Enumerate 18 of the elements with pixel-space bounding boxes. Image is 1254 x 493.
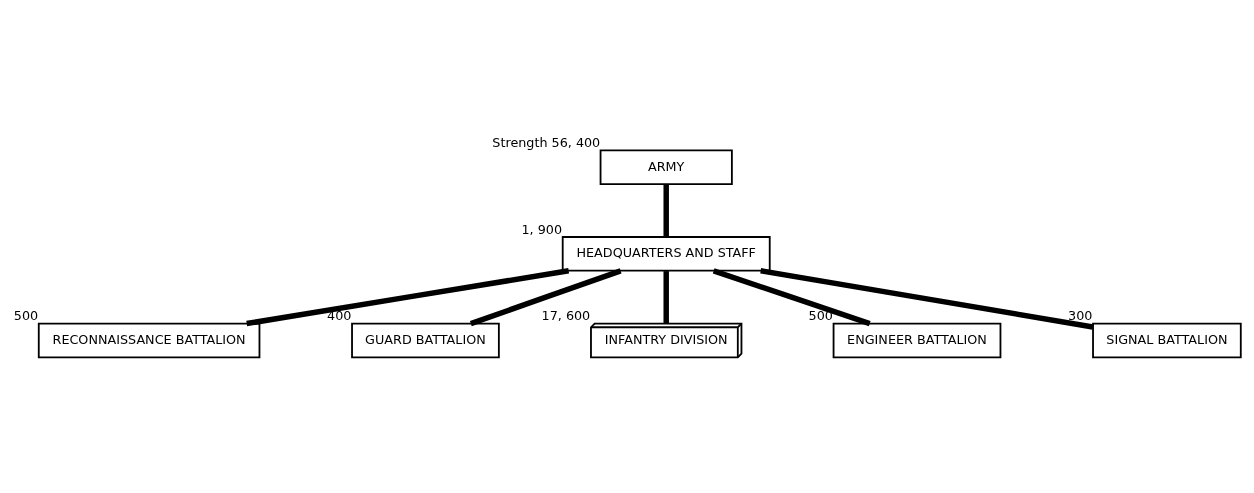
connector	[663, 270, 669, 324]
node-box: HEADQUARTERS AND STAFF	[561, 235, 771, 272]
node-label: Strength 56, 400	[492, 134, 601, 150]
node-box: ENGINEER BATTALION	[832, 322, 1002, 358]
node-label: 1, 900	[521, 221, 563, 236]
connector	[469, 267, 622, 326]
connector	[663, 183, 669, 237]
node-label: 500	[13, 307, 39, 323]
node-box: GUARD BATTALION	[351, 322, 500, 358]
connector	[246, 267, 570, 326]
node-label: 17, 600	[541, 307, 591, 323]
node-box: RECONNAISSANCE BATTALION	[37, 322, 261, 358]
connector	[712, 267, 871, 326]
connector	[760, 267, 1094, 330]
node-box: ARMY	[599, 148, 733, 185]
node-label: 400	[327, 307, 352, 323]
node-box: SIGNAL BATTALION	[1092, 322, 1242, 358]
node-label: 300	[1068, 307, 1093, 323]
